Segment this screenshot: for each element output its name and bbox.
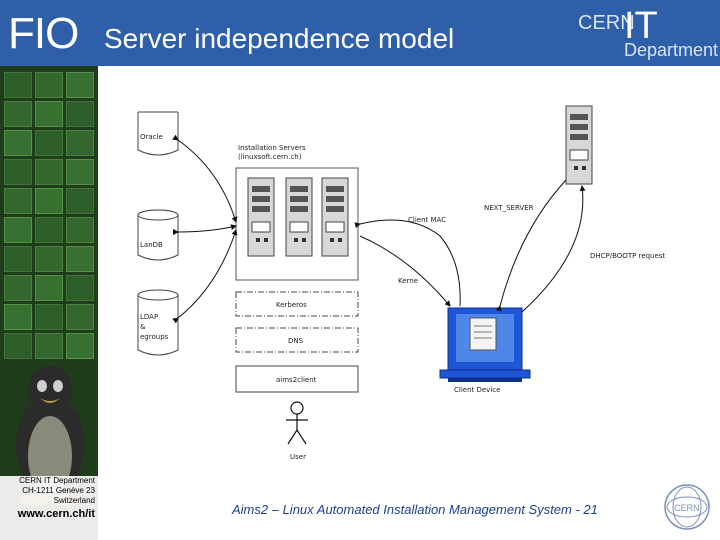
ldap-database-icon bbox=[137, 289, 179, 356]
landb-label: LanDB bbox=[140, 241, 163, 249]
dhcp-server-icon bbox=[565, 105, 593, 185]
sidebar-grid-cell bbox=[4, 333, 32, 359]
sidebar-grid-cell bbox=[66, 159, 94, 185]
sidebar-grid-cell bbox=[66, 333, 94, 359]
sidebar-grid-cell bbox=[35, 217, 63, 243]
cern-logo-text: CERN bbox=[578, 12, 635, 34]
oracle-arrow bbox=[172, 134, 238, 223]
sidebar-grid-cell bbox=[35, 304, 63, 330]
sidebar-grid-cell bbox=[66, 101, 94, 127]
address-line-1: CERN IT Department bbox=[19, 476, 95, 485]
aims2client-box bbox=[235, 365, 359, 393]
aims2client-label: aims2client bbox=[276, 376, 317, 384]
sidebar-grid-cell bbox=[66, 217, 94, 243]
header-bar: FIO Server independence model CERN IT De… bbox=[0, 0, 720, 66]
sidebar-decoration bbox=[0, 66, 98, 540]
next-server-label: NEXT_SERVER bbox=[484, 204, 534, 212]
sidebar-grid-cell bbox=[35, 101, 63, 127]
sidebar-grid-cell bbox=[4, 217, 32, 243]
kernel-arrow bbox=[359, 235, 451, 307]
sidebar-grid-cell bbox=[4, 101, 32, 127]
kerberos-box bbox=[235, 291, 359, 317]
installation-servers-title: Installation Servers bbox=[238, 144, 306, 152]
it-logo-text: IT bbox=[624, 5, 658, 47]
dhcp-request-label: DHCP/BOOTP request bbox=[590, 252, 665, 260]
cern-it-logo: CERN IT Department bbox=[572, 6, 718, 62]
sidebar-grid-cell bbox=[4, 275, 32, 301]
svg-text:CERN: CERN bbox=[674, 503, 700, 513]
sidebar-grid-cell bbox=[35, 130, 63, 156]
cern-address-block: CERN IT Department CH-1211 Genève 23 Swi… bbox=[0, 476, 98, 540]
sidebar-grid-cell bbox=[4, 130, 32, 156]
kerberos-label: Kerberos bbox=[276, 301, 307, 309]
sidebar-grid-cell bbox=[4, 159, 32, 185]
sidebar-grid-cell bbox=[35, 246, 63, 272]
landb-database-icon bbox=[137, 209, 179, 261]
sidebar-grid-cell bbox=[66, 72, 94, 98]
client-device-label: Client Device bbox=[454, 386, 500, 394]
client-mac-label: Client MAC bbox=[408, 216, 446, 224]
installation-servers-subtitle: (linuxsoft.cern.ch) bbox=[238, 153, 302, 161]
address-line-3: Switzerland bbox=[53, 496, 95, 505]
slide-caption: Aims2 – Linux Automated Installation Man… bbox=[232, 502, 598, 517]
sidebar-grid-cell bbox=[4, 246, 32, 272]
ldap-label-line2: & bbox=[140, 323, 146, 331]
sidebar-grid-cell bbox=[66, 246, 94, 272]
sidebar-grid-cell bbox=[35, 72, 63, 98]
sidebar-grid-cell bbox=[66, 275, 94, 301]
sidebar-grid-cell bbox=[4, 304, 32, 330]
sidebar-grid-cell bbox=[35, 188, 63, 214]
department-logo-text: Department bbox=[624, 40, 719, 60]
next-server-arrow bbox=[495, 179, 567, 312]
server-tower-icon bbox=[285, 177, 313, 257]
sidebar-grid-cell bbox=[66, 188, 94, 214]
oracle-label: Oracle bbox=[140, 133, 163, 141]
user-label: User bbox=[290, 453, 306, 461]
fio-logo: FIO bbox=[8, 9, 79, 58]
sidebar-grid-cell bbox=[4, 72, 32, 98]
cern-url-link[interactable]: www.cern.ch/it bbox=[17, 508, 95, 520]
sidebar-grid-cell bbox=[4, 188, 32, 214]
ldap-arrow bbox=[172, 229, 238, 324]
server-tower-icon bbox=[247, 177, 275, 257]
ldap-label-line1: LDAP bbox=[140, 313, 158, 321]
cern-seal-logo-icon: CERN bbox=[664, 484, 710, 530]
page-title: Server independence model bbox=[104, 23, 455, 54]
kernel-label: Kerne bbox=[398, 277, 418, 285]
dns-label: DNS bbox=[288, 337, 304, 345]
dns-box bbox=[235, 327, 359, 353]
user-stick-figure-icon bbox=[286, 401, 308, 445]
dhcp-request-arrow bbox=[521, 185, 586, 313]
sidebar-grid-cell bbox=[35, 159, 63, 185]
client-mac-arrow bbox=[354, 219, 461, 307]
server-tower-icon bbox=[321, 177, 349, 257]
ldap-label-line3: egroups bbox=[140, 333, 169, 341]
sidebar-grid-cell bbox=[66, 130, 94, 156]
client-device-icon bbox=[439, 307, 531, 382]
sidebar-grid-cell bbox=[35, 275, 63, 301]
sidebar-grid-cell bbox=[66, 304, 94, 330]
address-line-2: CH-1211 Genève 23 bbox=[22, 486, 95, 495]
sidebar-grid-cell bbox=[35, 333, 63, 359]
landb-arrow bbox=[172, 224, 237, 236]
